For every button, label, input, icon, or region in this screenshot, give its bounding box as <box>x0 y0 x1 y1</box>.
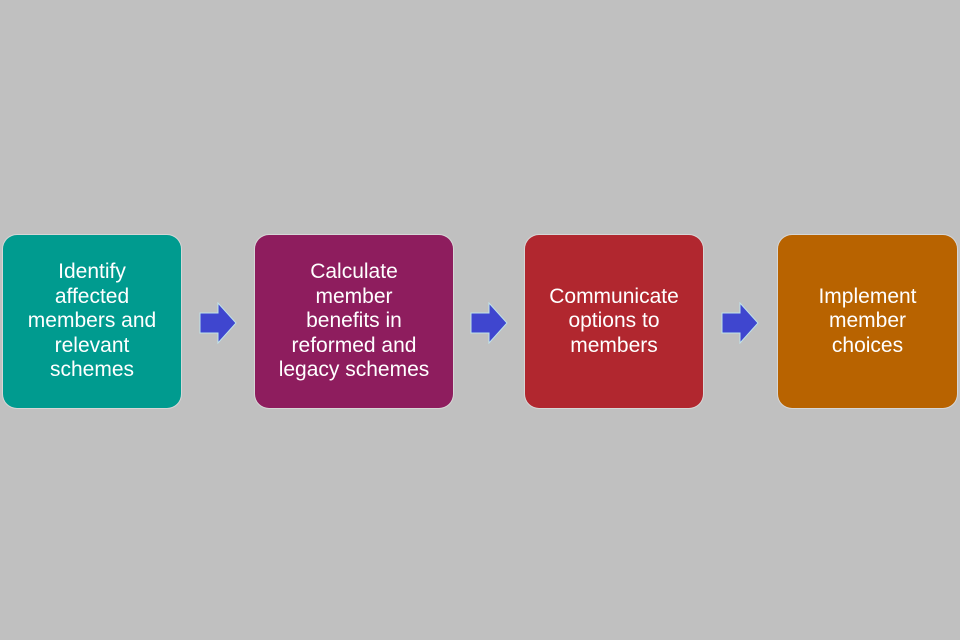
right-arrow-icon <box>199 302 237 344</box>
step-box-calculate: Calculate member benefits in reformed an… <box>255 235 453 408</box>
right-arrow-icon <box>470 302 508 344</box>
step-label: Identify affected members and relevant s… <box>27 260 157 382</box>
right-arrow-icon <box>721 302 759 344</box>
step-label: Communicate options to members <box>549 284 679 357</box>
step-label: Calculate member benefits in reformed an… <box>278 260 430 382</box>
step-box-communicate: Communicate options to members <box>525 235 703 408</box>
step-box-identify: Identify affected members and relevant s… <box>3 235 181 408</box>
step-box-implement: Implement member choices <box>778 235 957 408</box>
step-label: Implement member choices <box>818 284 917 357</box>
